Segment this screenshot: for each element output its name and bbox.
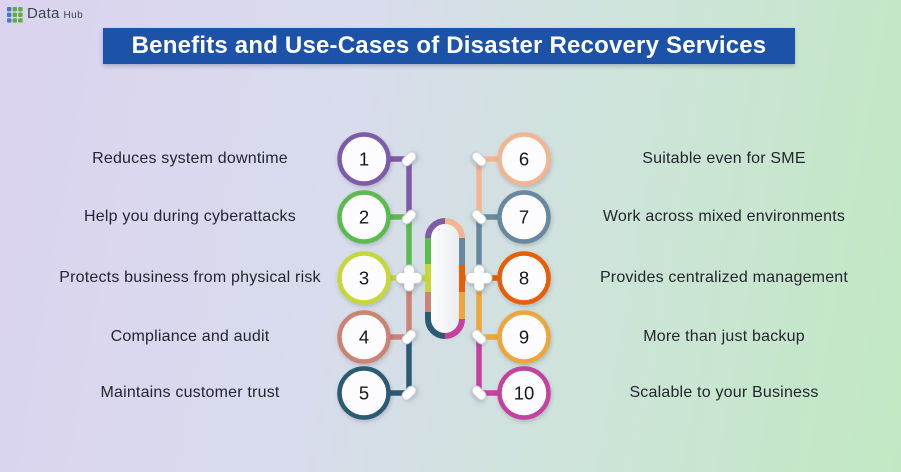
node-10: 10 (497, 366, 551, 420)
title-banner: Benefits and Use-Cases of Disaster Recov… (103, 28, 795, 64)
benefit-label-5: Maintains customer trust (100, 384, 280, 401)
node-5: 5 (337, 366, 391, 420)
connector-diagram: 1 2 3 4 5 6 7 8 (337, 132, 551, 420)
node-7: 7 (497, 190, 551, 244)
benefit-label-6: Suitable even for SME (642, 150, 806, 167)
node-1: 1 (337, 132, 391, 186)
node-number: 3 (359, 268, 369, 289)
elbow-joints (401, 151, 487, 401)
node-number: 1 (359, 149, 369, 170)
node-8: 8 (497, 251, 551, 305)
node-6: 6 (497, 132, 551, 186)
benefit-label-8: Provides centralized management (599, 269, 849, 286)
benefit-label-9: More than just backup (643, 328, 805, 345)
benefit-label-3: Protects business from physical risk (59, 269, 321, 286)
node-number: 9 (519, 327, 529, 348)
node-4: 4 (337, 310, 391, 364)
node-number: 7 (519, 207, 529, 228)
node-9: 9 (497, 310, 551, 364)
benefit-label-2: Help you during cyberattacks (84, 208, 296, 225)
node-number: 6 (519, 149, 529, 170)
benefit-label-10: Scalable to your Business (629, 384, 819, 401)
logo-name: Data (27, 5, 60, 22)
node-number: 2 (359, 207, 369, 228)
grid-icon (7, 7, 23, 23)
benefit-label-4: Compliance and audit (110, 328, 270, 345)
logo-suffix: Hub (63, 10, 84, 21)
benefit-label-1: Reduces system downtime (92, 150, 288, 167)
node-2: 2 (337, 190, 391, 244)
node-number: 10 (514, 383, 535, 404)
node-number: 8 (519, 268, 529, 289)
node-number: 4 (359, 327, 369, 348)
cross-joint-right (465, 264, 493, 292)
benefit-label-7: Work across mixed environments (602, 208, 846, 225)
node-3: 3 (337, 251, 391, 305)
central-capsule (425, 218, 465, 339)
data-hub-logo: Data Hub (7, 5, 83, 23)
cross-joint-left (395, 264, 423, 292)
page-title: Benefits and Use-Cases of Disaster Recov… (131, 32, 767, 59)
node-number: 5 (359, 383, 369, 404)
